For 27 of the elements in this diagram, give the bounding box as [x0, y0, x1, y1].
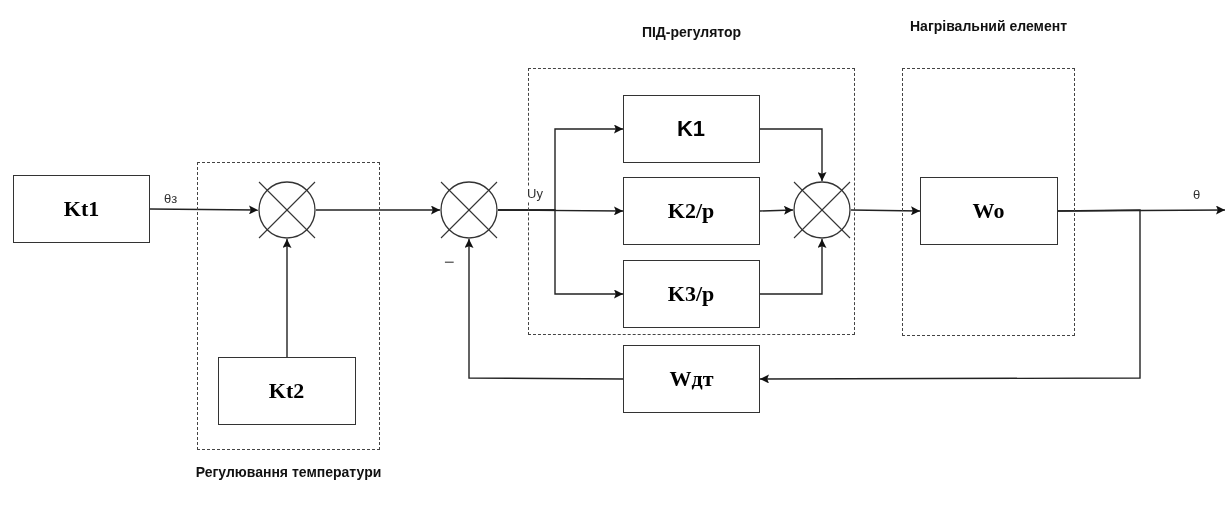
- edge-label: Uу: [526, 186, 544, 201]
- group-title: ПІД-регулятор: [640, 23, 743, 42]
- transfer-function-box: K3/p: [622, 259, 760, 328]
- signal-arrow: [850, 206, 921, 216]
- group-title: Нагрівальний елемент: [909, 17, 1068, 36]
- minus-sign: −: [444, 252, 455, 273]
- signal-arrow: [315, 205, 441, 215]
- summing-junction: [792, 180, 851, 239]
- edge-label: θз: [163, 191, 179, 206]
- signal-arrow: [759, 209, 1141, 384]
- transfer-function-box: Wдт: [623, 345, 760, 413]
- transfer-function-box: Kt2: [217, 356, 356, 425]
- transfer-function-box: K1: [622, 94, 760, 163]
- summing-junction: [440, 181, 498, 239]
- transfer-function-box: Kt1: [13, 175, 150, 243]
- signal-arrow: [759, 128, 827, 182]
- signal-arrow: [149, 205, 259, 215]
- edge-label: θ: [1192, 187, 1202, 202]
- signal-arrow: [464, 238, 624, 380]
- group-title: Регулювання температури: [194, 463, 383, 482]
- signal-arrow: [282, 238, 292, 358]
- transfer-function-box: K2/p: [622, 176, 760, 245]
- signal-arrow: [759, 205, 794, 215]
- summing-junction: [257, 180, 316, 239]
- signal-arrow: [497, 209, 624, 299]
- signal-arrow: [759, 238, 827, 295]
- transfer-function-box: Wo: [919, 176, 1058, 245]
